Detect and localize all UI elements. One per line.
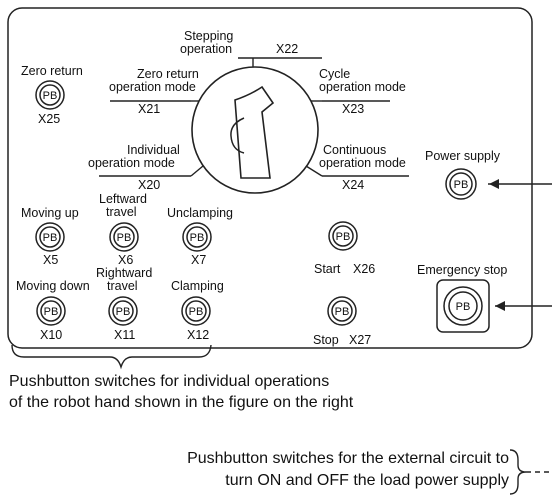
- individual-caption-line1: Pushbutton switches for individual opera…: [9, 373, 329, 390]
- start-pushbutton: PB: [328, 221, 358, 251]
- svg-text:PB: PB: [43, 90, 58, 102]
- stepping-label: Stepping: [184, 29, 233, 43]
- emergency-stop-pushbutton: PB: [443, 286, 483, 326]
- external-caption-line2: turn ON and OFF the load power supply: [225, 472, 509, 489]
- moving-up-input: X5: [43, 253, 58, 267]
- start-input: X26: [353, 262, 375, 276]
- svg-text:PB: PB: [456, 301, 471, 313]
- emergency-stop-label: Emergency stop: [417, 263, 507, 277]
- mode-selector-switch: [99, 57, 409, 194]
- continuous-mode-input: X24: [342, 178, 364, 192]
- moving-down-input: X10: [40, 328, 62, 342]
- rightward-travel-input: X11: [114, 328, 135, 342]
- selector-knob: [234, 85, 275, 179]
- zero-return-mode-label-2: operation mode: [109, 80, 196, 94]
- moving-down-label: Moving down: [16, 279, 90, 293]
- moving-down-pushbutton: PB: [36, 296, 66, 326]
- zero-return-pushbutton: PB: [35, 80, 65, 110]
- svg-text:PB: PB: [43, 232, 58, 244]
- stepping-input: X22: [276, 42, 298, 56]
- rightward-travel-label-2: travel: [107, 279, 138, 293]
- clamping-pushbutton: PB: [181, 296, 211, 326]
- individual-mode-label: Individual: [127, 143, 180, 157]
- clamping-label: Clamping: [171, 279, 224, 293]
- individual-mode-label-2: operation mode: [88, 156, 175, 170]
- external-circuit-brace: [509, 449, 527, 495]
- continuous-mode-label: Continuous: [323, 143, 386, 157]
- svg-text:PB: PB: [190, 232, 205, 244]
- zero-return-mode-input: X21: [138, 102, 160, 116]
- leftward-travel-input: X6: [118, 253, 133, 267]
- power-supply-pushbutton: PB: [445, 168, 477, 200]
- emergency-stop-guard: [436, 279, 490, 333]
- svg-text:PB: PB: [44, 306, 59, 318]
- svg-text:PB: PB: [116, 306, 131, 318]
- individual-caption-line2: of the robot hand shown in the figure on…: [9, 394, 354, 411]
- stepping-label-2: operation: [180, 42, 232, 56]
- svg-text:PB: PB: [189, 306, 204, 318]
- cycle-mode-input: X23: [342, 102, 364, 116]
- external-caption-line1: Pushbutton switches for the external cir…: [187, 450, 509, 467]
- panel-outline: [7, 7, 533, 349]
- leftward-travel-label-2: travel: [106, 205, 137, 219]
- unclamping-label: Unclamping: [167, 206, 233, 220]
- stop-label: Stop: [313, 333, 339, 347]
- moving-up-pushbutton: PB: [35, 222, 65, 252]
- individual-operations-bracket: [11, 344, 212, 370]
- zero-return-label: Zero return: [21, 64, 83, 78]
- rightward-travel-pushbutton: PB: [108, 296, 138, 326]
- stop-input: X27: [349, 333, 371, 347]
- stop-pushbutton: PB: [327, 296, 357, 326]
- moving-up-label: Moving up: [21, 206, 79, 220]
- svg-text:PB: PB: [336, 231, 351, 243]
- cycle-mode-label-2: operation mode: [319, 80, 406, 94]
- svg-text:PB: PB: [335, 306, 350, 318]
- zero-return-mode-label: Zero return: [137, 67, 199, 81]
- power-supply-label: Power supply: [425, 149, 501, 163]
- unclamping-pushbutton: PB: [182, 222, 212, 252]
- unclamping-input: X7: [191, 253, 206, 267]
- zero-return-input: X25: [38, 112, 60, 126]
- power-supply-arrowhead: [489, 179, 499, 189]
- continuous-mode-label-2: operation mode: [319, 156, 406, 170]
- start-label: Start: [314, 262, 341, 276]
- svg-text:PB: PB: [117, 232, 132, 244]
- rightward-travel-label: Rightward: [96, 266, 152, 280]
- individual-mode-input: X20: [138, 178, 160, 192]
- emergency-stop-arrowhead: [495, 301, 505, 311]
- svg-text:PB: PB: [454, 179, 469, 191]
- clamping-input: X12: [187, 328, 209, 342]
- leftward-travel-label: Leftward: [99, 192, 147, 206]
- cycle-mode-label: Cycle: [319, 67, 350, 81]
- leftward-travel-pushbutton: PB: [109, 222, 139, 252]
